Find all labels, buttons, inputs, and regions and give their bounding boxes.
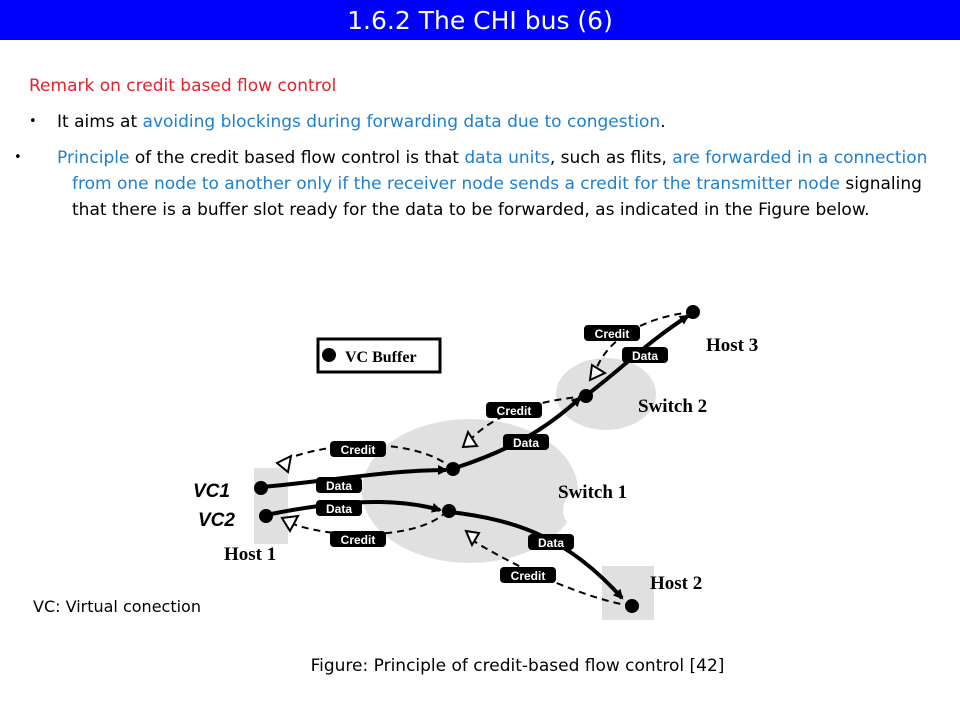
bullet-highlight: are forwarded in a connection from one n…	[72, 148, 928, 194]
vc-footnote: VC: Virtual conection	[33, 597, 201, 616]
switch1-label: Switch 1	[558, 482, 627, 503]
bullet-item-1: • It aims at avoiding blockings during f…	[29, 109, 944, 135]
credit-path-sw1-host1-vc2	[287, 510, 448, 536]
switch2-region	[556, 358, 656, 430]
svg-text:Credit: Credit	[511, 569, 546, 583]
slide-title: 1.6.2 The CHI bus (6)	[0, 0, 960, 40]
credit-tag: Credit	[584, 325, 640, 341]
data-tag: Data	[316, 477, 362, 493]
svg-text:Data: Data	[513, 436, 539, 450]
credit-arrowhead-sw2	[588, 363, 608, 382]
bullet-item-2: • Principle of the credit based flow con…	[14, 148, 928, 220]
bullet-text: , such as flits,	[549, 148, 673, 168]
host1-label: Host 1	[224, 544, 276, 565]
bullet-marker: •	[29, 114, 37, 129]
switch2-label: Switch 2	[638, 396, 707, 417]
credit-arrowhead-sw1	[461, 429, 479, 449]
vc1-node	[254, 481, 268, 495]
legend-label: VC Buffer	[345, 349, 417, 366]
vc2-label: VC2	[198, 510, 235, 531]
credit-tag: Credit	[500, 567, 556, 583]
bullet-list: • It aims at avoiding blockings during f…	[14, 109, 944, 233]
host2-region	[602, 566, 654, 620]
host2-label: Host 2	[650, 573, 702, 594]
credit-arrowhead-vc2	[280, 514, 300, 534]
credit-tag: Credit	[486, 402, 542, 418]
credit-path-host2-sw1	[471, 539, 633, 607]
svg-text:Credit: Credit	[595, 327, 630, 341]
bullet-highlight: data units	[464, 148, 550, 168]
data-path-vc1-sw1	[261, 465, 448, 489]
vc2-node	[259, 509, 273, 523]
host3-node	[686, 305, 700, 319]
legend-buffer-dot	[322, 348, 336, 362]
bullet-highlight: Principle	[57, 148, 130, 168]
svg-text:Credit: Credit	[497, 404, 532, 418]
data-tag: Data	[528, 534, 574, 550]
host2-node	[625, 599, 639, 613]
switch2-node	[579, 389, 593, 403]
switch1-node-upper	[446, 462, 460, 476]
svg-text:Data: Data	[538, 536, 564, 550]
data-tag: Data	[503, 434, 549, 450]
svg-text:Data: Data	[326, 479, 352, 493]
switch1-notch	[563, 490, 603, 530]
host3-label: Host 3	[706, 335, 758, 356]
switch1-node-lower	[442, 504, 456, 518]
bullet-text: It aims at	[57, 112, 143, 132]
credit-path-sw1-host1-vc1	[283, 444, 454, 470]
bullet-highlight: avoiding blockings during forwarding dat…	[142, 112, 661, 132]
vc1-label: VC1	[193, 481, 230, 502]
data-tag: Data	[316, 500, 362, 516]
figure-caption: Figure: Principle of credit-based flow c…	[310, 656, 725, 676]
svg-text:Data: Data	[326, 502, 352, 516]
bullet-text: of the credit based flow control is that	[129, 148, 465, 168]
bullet-text: .	[660, 112, 666, 132]
bullet-text: signaling that there is a buffer slot re…	[72, 174, 922, 220]
svg-text:Credit: Credit	[341, 443, 376, 457]
credit-tag: Credit	[330, 441, 386, 457]
host1-region	[254, 468, 288, 544]
credit-arrowhead-host2	[464, 529, 481, 548]
svg-text:Data: Data	[632, 349, 658, 363]
credit-arrowhead-vc1	[275, 454, 293, 474]
data-tag: Data	[622, 347, 668, 363]
remark-heading: Remark on credit based flow control	[29, 76, 337, 96]
credit-tag: Credit	[330, 531, 386, 547]
svg-text:Credit: Credit	[341, 533, 376, 547]
legend-box	[316, 337, 442, 374]
